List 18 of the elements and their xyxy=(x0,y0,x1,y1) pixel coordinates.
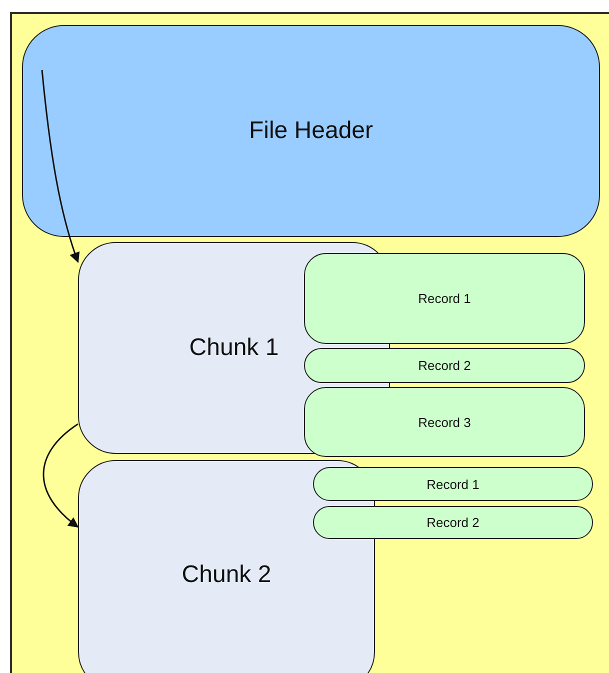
record-box xyxy=(304,348,585,383)
node-label: Chunk 2 xyxy=(182,561,272,589)
node-label: File Header xyxy=(248,117,374,145)
arrow xyxy=(41,70,80,263)
record-box xyxy=(304,387,585,457)
node-label: Record 3 xyxy=(418,414,471,430)
arrow xyxy=(42,423,79,528)
record-box xyxy=(313,506,593,539)
layout-panel xyxy=(10,12,609,673)
node-label: Record 1 xyxy=(418,291,471,306)
node-label: Record 2 xyxy=(418,358,471,373)
node-label: Chunk 1 xyxy=(189,334,279,362)
record-box xyxy=(304,253,585,344)
chunk-box xyxy=(78,460,375,673)
node-label: Record 1 xyxy=(426,476,480,492)
header-box xyxy=(22,25,600,237)
node-label: Record 2 xyxy=(426,515,480,530)
record-box xyxy=(313,467,593,501)
